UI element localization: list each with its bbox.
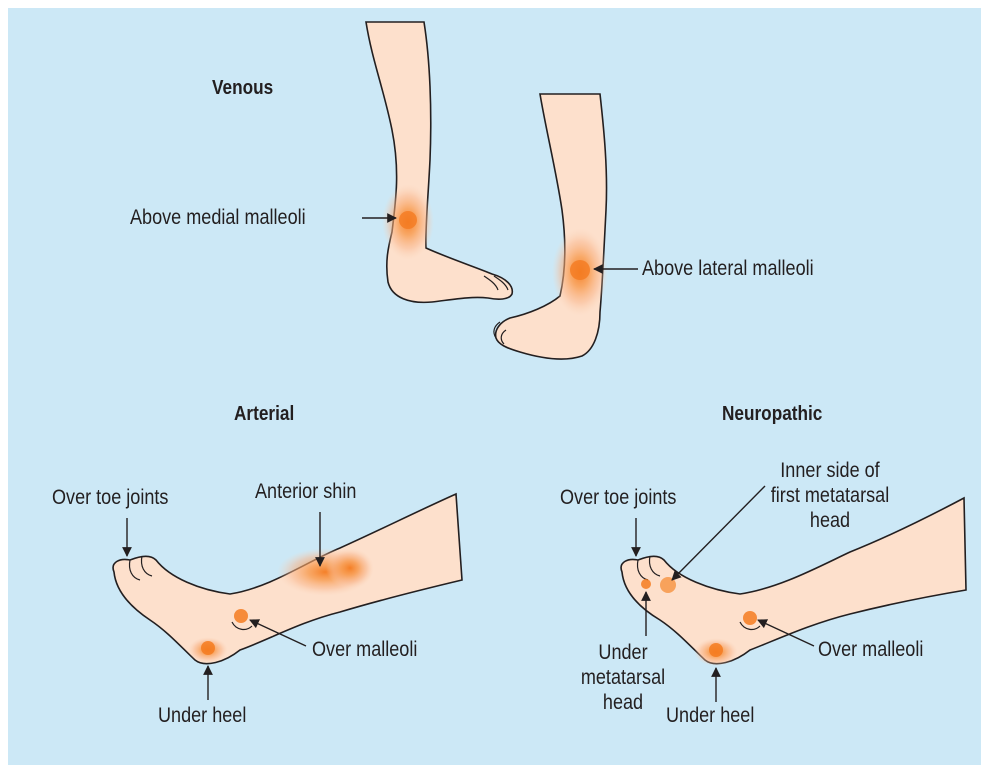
label-neuro-toe: Over toe joints [560, 486, 676, 510]
arrow-neuro-inner [672, 486, 765, 580]
neuropathic-malleoli-ulcer [743, 611, 757, 625]
venous-leg-medial [366, 22, 512, 302]
neuropathic-inner-ulcer [660, 577, 676, 593]
label-neuro-inner-line1: Inner side of [770, 458, 890, 483]
label-neuro-inner-line2: first metatarsal [770, 483, 890, 508]
label-neuro-inner: Inner side of first metatarsal head [770, 458, 890, 533]
label-neuro-meta-line1: Under [576, 640, 671, 665]
label-neuro-inner-line3: head [770, 508, 890, 533]
label-venous-lateral: Above lateral malleoli [642, 257, 814, 281]
heading-neuropathic: Neuropathic [722, 402, 822, 426]
arterial-malleoli-ulcer [234, 609, 248, 623]
label-arterial-shin: Anterior shin [255, 480, 356, 504]
venous-leg-lateral [494, 94, 608, 359]
label-neuro-heel: Under heel [666, 704, 754, 728]
label-arterial-heel: Under heel [158, 704, 246, 728]
heading-venous: Venous [212, 76, 273, 100]
label-neuro-metatarsal: Under metatarsal head [576, 640, 671, 715]
venous-lateral-ulcer-dot [570, 260, 590, 280]
label-arterial-malleoli: Over malleoli [312, 638, 417, 662]
label-venous-medial: Above medial malleoli [130, 206, 306, 230]
venous-medial-ulcer-dot [399, 211, 417, 229]
label-neuro-malleoli: Over malleoli [818, 638, 923, 662]
label-neuro-meta-line3: head [576, 690, 671, 715]
label-neuro-meta-line2: metatarsal [576, 665, 671, 690]
heading-arterial: Arterial [234, 402, 294, 426]
label-arterial-toe: Over toe joints [52, 486, 168, 510]
neuropathic-metatarsal-ulcer [641, 579, 651, 589]
